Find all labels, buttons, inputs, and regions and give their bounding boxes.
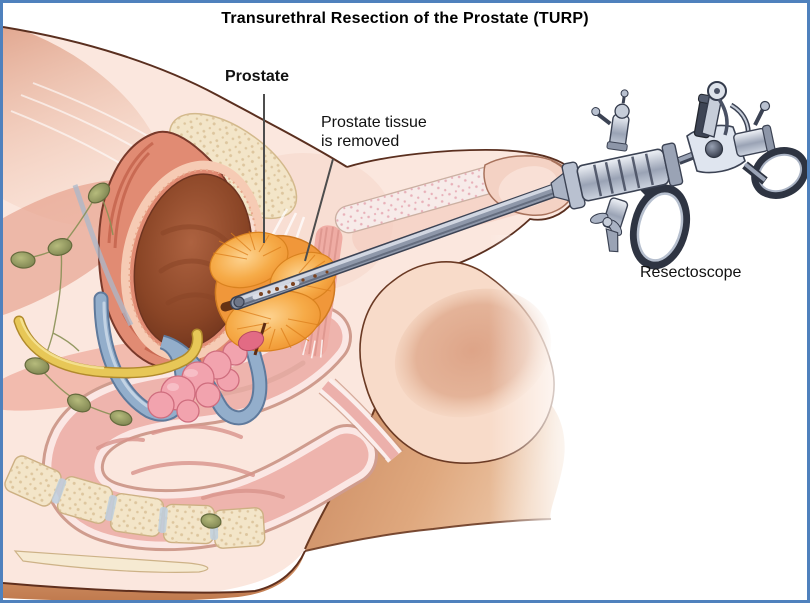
lymph-nodes: [10, 182, 222, 529]
intervertebral-discs: [51, 478, 219, 541]
side-port: [733, 124, 776, 158]
resectoscope-instrument: [550, 81, 807, 270]
resected-tissue-chips: [259, 270, 329, 296]
coccyx-bone: [13, 550, 209, 573]
label-prostate-tissue: Prostate tissue is removed: [321, 113, 427, 151]
label-resectoscope: Resectoscope: [640, 264, 742, 281]
abdomen-contour: [3, 26, 348, 168]
vas-ampulla: [237, 330, 265, 352]
inflow-stopcock: [590, 197, 629, 253]
ball-knob: [704, 139, 724, 159]
rectum-folds: [96, 424, 285, 500]
vas-deferens-veins: [93, 291, 268, 426]
label-prostate: Prostate: [225, 68, 290, 85]
leader-lines: [263, 94, 334, 262]
thumb-ring: [629, 184, 691, 270]
sacrum-vertebrae: [4, 455, 266, 573]
skin-band-bottom: [3, 550, 306, 600]
turp-illustration: [3, 26, 807, 600]
label-prostate-tissue-line1: Prostate tissue: [321, 114, 427, 131]
label-prostate-tissue-line2: is removed: [321, 133, 400, 150]
tissue-leader-line: [304, 158, 334, 262]
pelvic-vessel: [72, 184, 134, 327]
anal-canal: [318, 378, 404, 463]
neurovascular-bundle: [13, 315, 203, 379]
outflow-stopcock: [591, 89, 630, 152]
fascia-fibers: [10, 82, 154, 166]
figure-title: Transurethral Resection of the Prostate …: [221, 10, 589, 27]
fade-overlay: [489, 235, 807, 600]
resectoscope-tip-window: [233, 270, 329, 308]
finger-ring: [751, 147, 807, 199]
resectoscope-shaft: [230, 160, 622, 310]
